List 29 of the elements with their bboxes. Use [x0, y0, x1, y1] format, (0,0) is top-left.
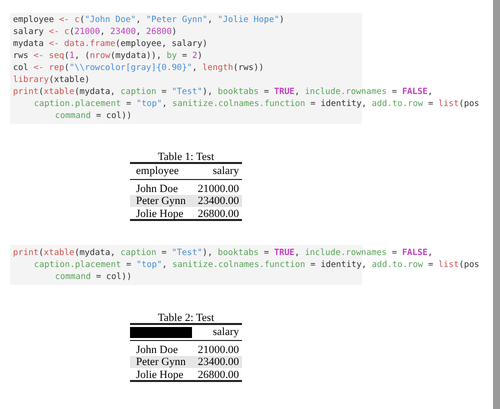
table-caption: Table 1: Test — [156, 152, 216, 163]
table-cell-text: employee — [135, 165, 180, 177]
table-cell: 23400.00 — [192, 356, 242, 368]
code-line: library(xtable) — [13, 75, 90, 86]
table-cell-text: John Doe — [135, 344, 179, 356]
table-cell: Peter Gynn — [130, 356, 192, 368]
code-line: col <- rep("\\rowcolor[gray]{0.90}", length(rws)) — [13, 63, 264, 74]
table-cell-text: Jolie Hope — [135, 368, 184, 381]
code-line: employee <- c("John Doe", "Peter Gynn", "Jolie Hope") — [13, 15, 284, 26]
table-cell-text: 26800.00 — [196, 208, 240, 220]
table-cell: Peter Gynn — [130, 195, 192, 208]
code-line: print(xtable(mydata, caption = "Test"), booktabs = TRUE, include.rownames = FALSE, — [13, 248, 433, 259]
table-cell-text: 21000.00 — [196, 183, 240, 195]
table-cell-text: salary — [212, 165, 240, 177]
code-line: command = col)) — [55, 272, 132, 283]
code-line: caption.placement = "top", sanitize.colnames.function = identity, add.to.row = list(pos — [34, 260, 480, 271]
table-cell-text: John Doe — [135, 183, 179, 195]
code-line: mydata <- data.frame(employee, salary) — [13, 39, 208, 50]
table-caption: Table 2: Test — [156, 313, 216, 324]
table-cell-text: Jolie Hope — [135, 208, 184, 220]
code-line: rws <- seq(1, (nrow(mydata)), by = 2) — [13, 51, 202, 62]
table-cell: 23400.00 — [192, 195, 242, 208]
table-cell-text: 21000.00 — [196, 344, 240, 356]
code-line: command = col)) — [55, 111, 132, 122]
code-line: print(xtable(mydata, caption = "Test"), booktabs = TRUE, include.rownames = FALSE, — [13, 87, 433, 98]
code-line: caption.placement = "top", sanitize.colnames.function = identity, add.to.row = list(pos — [34, 99, 480, 110]
code-line: salary <- c(21000, 23400, 26800) — [13, 27, 177, 38]
table-cell-text: salary — [212, 326, 240, 338]
table-cell-text: 26800.00 — [196, 368, 240, 381]
